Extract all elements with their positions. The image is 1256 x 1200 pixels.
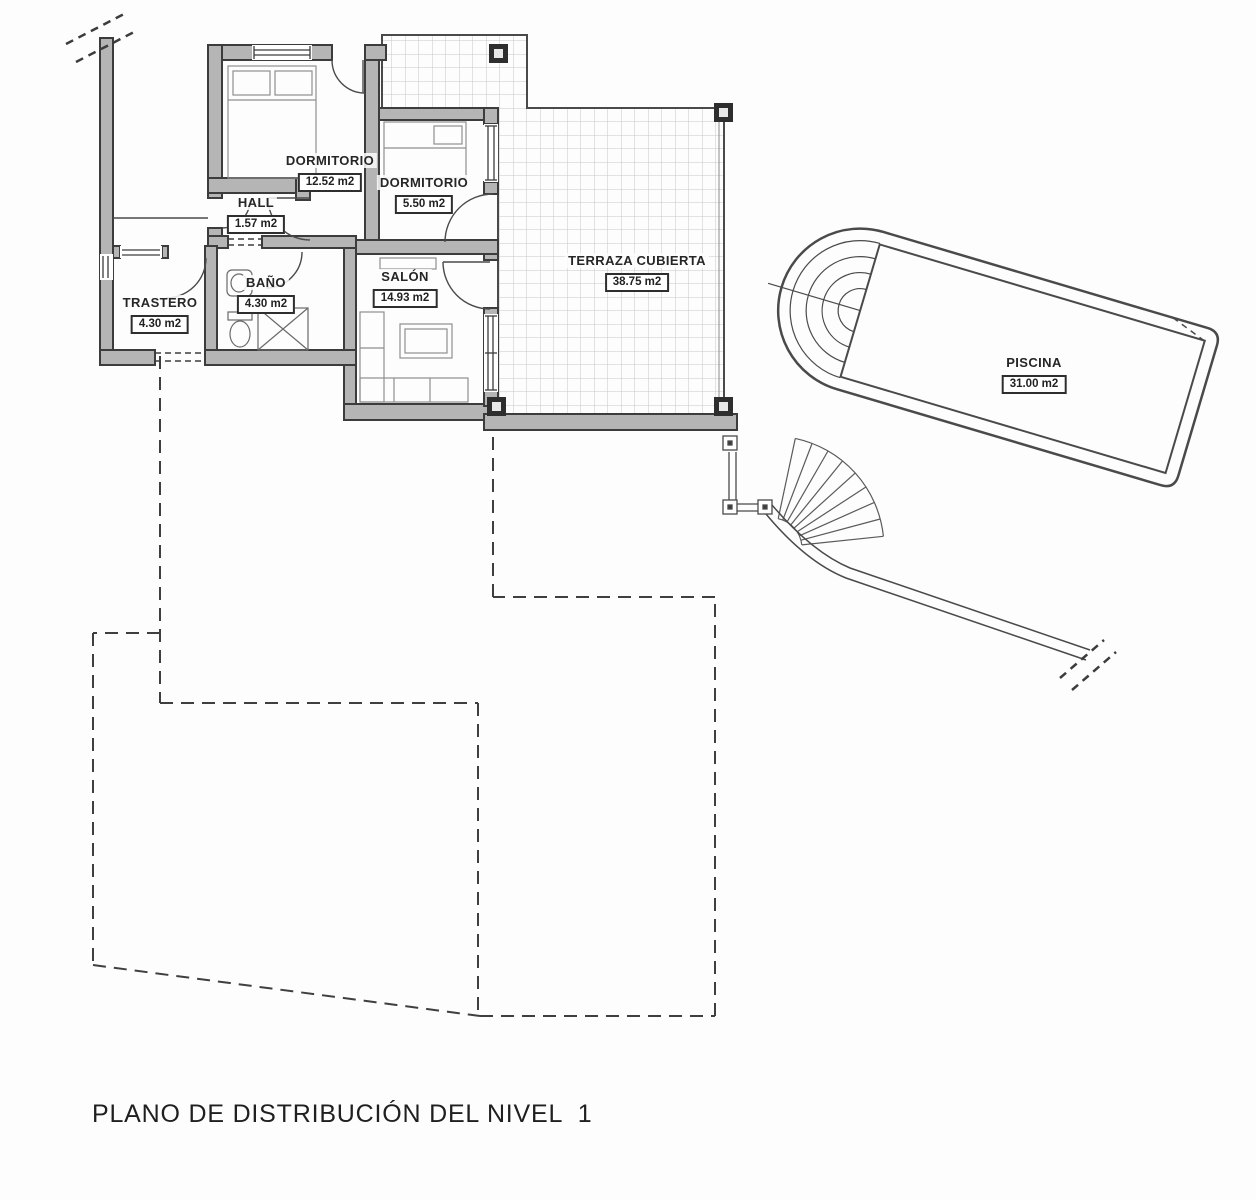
room-area: 5.50 m2 bbox=[394, 195, 454, 214]
room-label-hall: HALL 1.57 m2 bbox=[226, 194, 286, 234]
room-area: 4.30 m2 bbox=[130, 315, 190, 334]
shower-icon bbox=[257, 307, 309, 351]
room-label-dormitorio-2: DORMITORIO 5.50 m2 bbox=[376, 174, 472, 214]
column bbox=[714, 397, 733, 416]
window bbox=[120, 246, 162, 258]
pool-roman-steps bbox=[767, 240, 881, 379]
column bbox=[714, 103, 733, 122]
room-name: BAÑO bbox=[243, 275, 289, 290]
door-arc bbox=[442, 261, 491, 310]
dashed-openings bbox=[155, 238, 262, 362]
terraza-tiles bbox=[381, 34, 725, 415]
room-area: 4.30 m2 bbox=[236, 295, 296, 314]
room-label-trastero: TRASTERO 4.30 m2 bbox=[119, 294, 201, 334]
bed-icon bbox=[383, 121, 467, 179]
column bbox=[487, 397, 506, 416]
door-arc bbox=[331, 59, 366, 94]
room-name: PISCINA bbox=[1003, 355, 1065, 370]
terrace-railing bbox=[722, 435, 773, 515]
room-name: DORMITORIO bbox=[376, 175, 472, 190]
room-name: HALL bbox=[234, 195, 278, 210]
room-area: 14.93 m2 bbox=[372, 289, 438, 308]
window bbox=[100, 254, 113, 280]
toilet-icon bbox=[227, 311, 253, 348]
room-name: SALÓN bbox=[378, 269, 432, 284]
room-name: TERRAZA CUBIERTA bbox=[565, 253, 709, 268]
column bbox=[489, 44, 508, 63]
window bbox=[252, 45, 312, 60]
window bbox=[484, 124, 498, 182]
room-name: TRASTERO bbox=[119, 295, 201, 310]
break-marker-top-left bbox=[65, 12, 135, 64]
room-area: 31.00 m2 bbox=[1001, 375, 1067, 394]
room-label-terraza: TERRAZA CUBIERTA 38.75 m2 bbox=[565, 252, 709, 292]
room-area: 12.52 m2 bbox=[297, 173, 363, 192]
sofa-icon bbox=[359, 311, 469, 403]
pool bbox=[767, 227, 1220, 488]
room-area: 1.57 m2 bbox=[226, 215, 286, 234]
garden-stairs bbox=[777, 437, 884, 546]
windows bbox=[100, 45, 498, 392]
room-label-salon: SALÓN 14.93 m2 bbox=[372, 268, 438, 308]
room-label-piscina: PISCINA 31.00 m2 bbox=[1001, 354, 1067, 394]
garden-walkway bbox=[765, 504, 1091, 661]
room-label-bano: BAÑO 4.30 m2 bbox=[236, 274, 296, 314]
room-area: 38.75 m2 bbox=[604, 273, 670, 292]
coffee-table-icon bbox=[399, 323, 453, 359]
door-arc bbox=[444, 193, 494, 243]
room-label-dormitorio-1: DORMITORIO 12.52 m2 bbox=[282, 152, 378, 192]
plot-boundary-dashed bbox=[92, 356, 716, 1017]
columns bbox=[487, 44, 733, 416]
bed-icon bbox=[227, 65, 317, 179]
plan-title: PLANO DE DISTRIBUCIÓN DEL NIVEL 1 bbox=[92, 1100, 593, 1128]
room-name: DORMITORIO bbox=[282, 153, 378, 168]
break-marker-bottom-right bbox=[1059, 639, 1117, 691]
door-arc bbox=[165, 257, 207, 299]
window-glazing bbox=[484, 314, 498, 392]
walls bbox=[99, 37, 738, 431]
